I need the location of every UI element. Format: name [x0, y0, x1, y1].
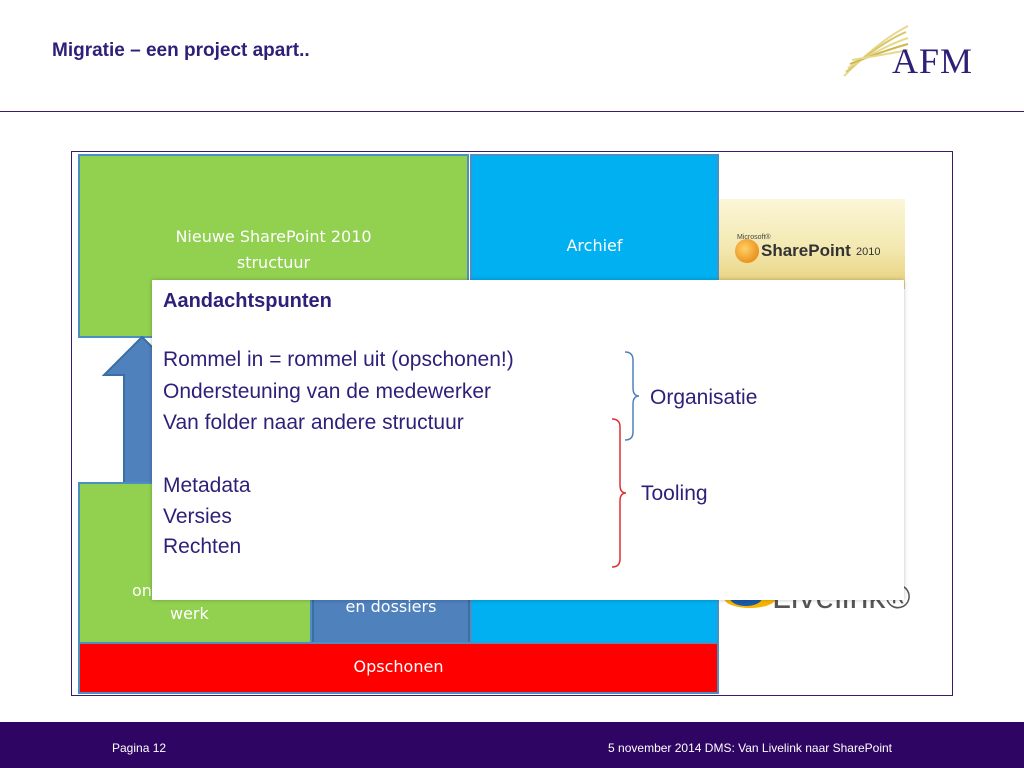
callout-title: Aandachtspunten	[163, 290, 332, 312]
afm-logo: AFM	[840, 20, 990, 84]
sharepoint-logo-year: 2010	[856, 246, 881, 258]
organisatie-item: Rommel in = rommel uit (opschonen!)	[163, 348, 514, 371]
attention-points-callout: Aandachtspunten Rommel in = rommel uit (…	[152, 280, 904, 600]
sharepoint-logo-name: SharePoint	[761, 241, 851, 260]
footer-page-number: Pagina 12	[112, 741, 167, 755]
tooling-item: Metadata	[163, 474, 251, 497]
footer-bar: Pagina 12 5 november 2014 DMS: Van Livel…	[0, 722, 1024, 768]
current-work-label-1: on	[132, 581, 152, 600]
dossiers-label: en dossiers	[345, 597, 437, 616]
organisatie-item: Van folder naar andere structuur	[163, 411, 464, 434]
tooling-item: Versies	[163, 505, 232, 528]
tooling-brace-icon	[611, 418, 627, 568]
sharepoint-logo-microsoft: Microsoft®	[737, 234, 771, 241]
sharepoint-mark-icon	[735, 239, 759, 263]
organisatie-item: Ondersteuning van de medewerker	[163, 380, 492, 403]
header-rule	[0, 111, 1024, 112]
footer-info: 5 november 2014 DMS: Van Livelink naar S…	[608, 741, 892, 755]
archive-label: Archief	[566, 236, 623, 255]
afm-rays-icon	[843, 25, 909, 77]
organisatie-brace-icon	[624, 351, 640, 441]
slide-title: Migratie – een project apart..	[52, 40, 310, 61]
tooling-item: Rechten	[163, 535, 242, 558]
afm-logo-text: AFM	[892, 41, 974, 81]
organisatie-label: Organisatie	[650, 386, 758, 409]
cleanup-bar: Opschonen	[78, 642, 719, 694]
cleanup-label: Opschonen	[353, 657, 444, 676]
current-work-label-2: werk	[170, 604, 209, 623]
sharepoint-logo: Microsoft® SharePoint 2010	[719, 199, 905, 289]
tooling-label: Tooling	[641, 482, 708, 505]
